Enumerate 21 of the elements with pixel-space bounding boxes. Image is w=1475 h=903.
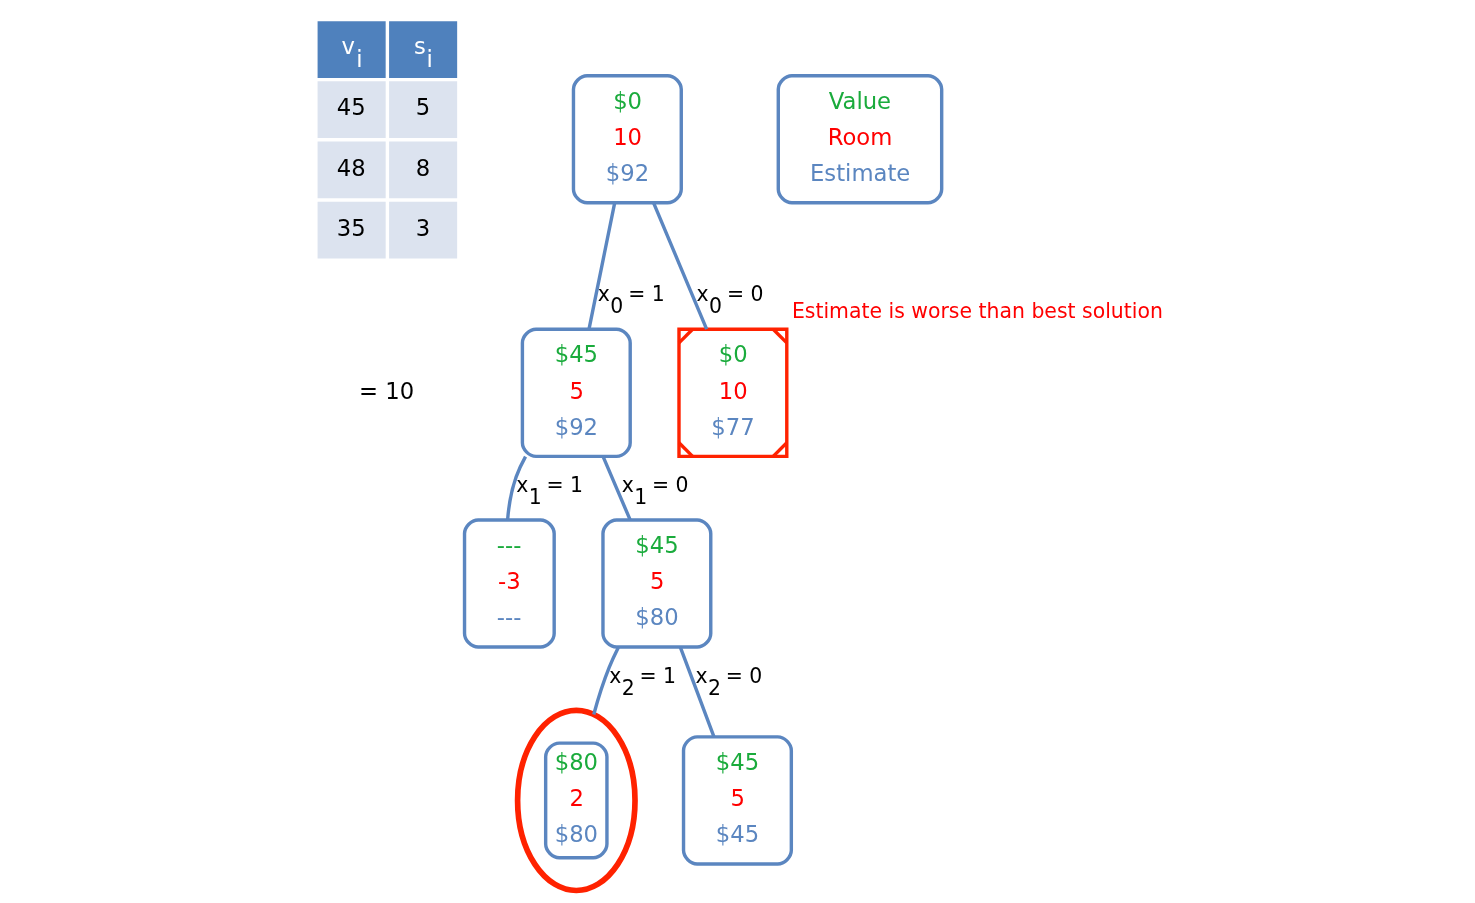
- connector: [678, 646, 715, 738]
- label: 45: [336, 94, 366, 121]
- label: 8: [415, 154, 430, 181]
- label: = 10: [358, 377, 414, 404]
- node-box: $0 10 $92: [571, 74, 683, 205]
- connector: [651, 202, 708, 330]
- connector: [591, 646, 620, 715]
- node-box: --- -3 ---: [462, 518, 556, 649]
- node-box: $45 5 $80: [600, 518, 712, 649]
- node-box: $45 5 $92: [520, 327, 632, 459]
- label: 5: [415, 94, 430, 121]
- node-ellipse: $80 2 $80: [514, 707, 638, 894]
- label: 3: [415, 214, 430, 241]
- connector: [601, 456, 632, 521]
- node-box: Value Room Estimate: [776, 74, 943, 205]
- label: 48: [336, 154, 366, 181]
- node-box: $45 5 $45: [681, 735, 793, 866]
- label: 35: [336, 214, 366, 241]
- connector: [586, 202, 616, 330]
- node-label: Estimate is worse than best solution: [791, 299, 1163, 324]
- connector: [505, 455, 527, 520]
